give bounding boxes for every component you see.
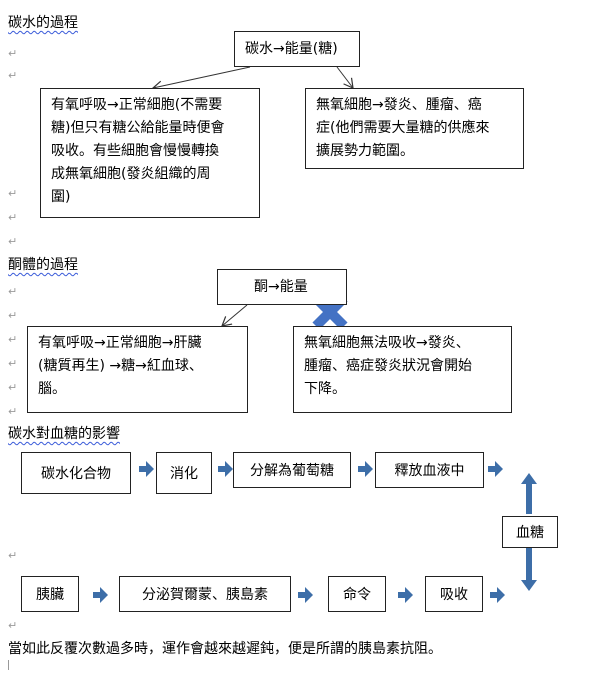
ketone-aerobic-line: (糖質再生) →糖→紅血球、 bbox=[38, 358, 203, 374]
carb-aerobic-line: 圍) bbox=[51, 189, 71, 205]
flow-box-digestion: 消化 bbox=[156, 452, 212, 494]
ketone-aerobic-line: 腦。 bbox=[38, 381, 66, 397]
ketone-aerobic-line: 有氧呼吸→正常細胞→肝臟 bbox=[38, 335, 202, 351]
paragraph-mark: ↵ bbox=[8, 381, 18, 394]
right-arrow-icon bbox=[93, 587, 108, 603]
right-arrow-icon bbox=[218, 461, 233, 477]
paragraph-mark: ↵ bbox=[8, 47, 18, 60]
ketone-energy-label: 酮→能量 bbox=[254, 279, 308, 295]
flow-box-blood-sugar: 血糖 bbox=[502, 516, 558, 548]
text-cursor bbox=[8, 660, 9, 670]
flow-box-pancreas: 胰臟 bbox=[21, 576, 79, 612]
paragraph-mark: ↵ bbox=[8, 549, 18, 562]
flow-box-absorb: 吸收 bbox=[425, 576, 483, 612]
right-arrow-icon bbox=[298, 587, 313, 603]
paragraph-mark: ↵ bbox=[8, 619, 18, 632]
right-arrow-icon bbox=[490, 587, 505, 603]
right-arrow-icon bbox=[488, 461, 503, 477]
up-arrow-icon bbox=[521, 473, 537, 514]
ketone-anaerobic-line: 無氧細胞無法吸收→發炎、 bbox=[304, 335, 470, 351]
flow-box-label: 命令 bbox=[343, 587, 371, 603]
flow-box-release-blood: 釋放血液中 bbox=[375, 452, 484, 488]
right-arrow-icon bbox=[398, 587, 413, 603]
section-heading-carb: 碳水的過程 bbox=[8, 15, 78, 31]
flow-box-label: 分解為葡萄糖 bbox=[250, 463, 334, 479]
carb-anaerobic-line: 擴展勢力範圍。 bbox=[316, 143, 414, 159]
carb-aerobic-line: 成無氧細胞(發炎組織的周 bbox=[51, 166, 211, 182]
carb-aerobic-line: 吸收。有些細胞會慢慢轉換 bbox=[51, 143, 219, 159]
carb-anaerobic-box: 無氧細胞→發炎、腫瘤、癌 症(他們需要大量糖的供應來 擴展勢力範圍。 bbox=[305, 88, 524, 169]
paragraph-mark: ↵ bbox=[8, 69, 18, 82]
carb-aerobic-line: 糖)但只有糖公給能量時便會 bbox=[51, 120, 225, 136]
carb-aerobic-box: 有氧呼吸→正常細胞(不需要 糖)但只有糖公給能量時便會 吸收。有些細胞會慢慢轉換… bbox=[40, 88, 260, 218]
paragraph-mark: ↵ bbox=[8, 333, 18, 346]
paragraph-mark: ↵ bbox=[8, 357, 18, 370]
ketone-energy-box: 酮→能量 bbox=[217, 269, 347, 305]
flow-box-label: 血糖 bbox=[516, 525, 544, 541]
carb-aerobic-line: 有氧呼吸→正常細胞(不需要 bbox=[51, 97, 223, 113]
paragraph-mark: ↵ bbox=[8, 285, 18, 298]
right-arrow-icon bbox=[358, 461, 373, 477]
connector-line-left bbox=[151, 66, 251, 92]
flow-box-insulin: 分泌賀爾蒙、胰島素 bbox=[119, 576, 291, 612]
carb-energy-label: 碳水→能量(糖) bbox=[245, 41, 338, 57]
paragraph-mark: ↵ bbox=[8, 405, 18, 418]
paragraph-mark: ↵ bbox=[8, 309, 18, 322]
flow-box-label: 消化 bbox=[170, 466, 198, 482]
flow-box-label: 吸收 bbox=[440, 587, 468, 603]
section-heading-blood-sugar: 碳水對血糖的影響 bbox=[8, 426, 120, 442]
conclusion-text: 當如此反覆次數過多時，運作會越來越遲鈍，便是所謂的胰島素抗阻。 bbox=[8, 641, 442, 657]
ketone-anaerobic-line: 腫瘤、癌症發炎狀況會開始 bbox=[304, 358, 472, 374]
carb-energy-box: 碳水→能量(糖) bbox=[234, 31, 360, 67]
flow-box-label: 碳水化合物 bbox=[41, 466, 111, 482]
connector-line-right bbox=[336, 66, 354, 89]
flow-box-glucose: 分解為葡萄糖 bbox=[233, 452, 351, 488]
flow-box-label: 分泌賀爾蒙、胰島素 bbox=[142, 587, 268, 603]
carb-anaerobic-line: 無氧細胞→發炎、腫瘤、癌 bbox=[316, 97, 482, 113]
flow-box-label: 胰臟 bbox=[36, 587, 64, 603]
flow-box-carbohydrate: 碳水化合物 bbox=[21, 452, 131, 494]
right-arrow-icon bbox=[139, 461, 154, 477]
ketone-aerobic-box: 有氧呼吸→正常細胞→肝臟 (糖質再生) →糖→紅血球、 腦。 bbox=[27, 326, 248, 413]
flow-box-label: 釋放血液中 bbox=[394, 463, 465, 479]
down-arrow-icon bbox=[521, 548, 537, 591]
ketone-anaerobic-box: 無氧細胞無法吸收→發炎、 腫瘤、癌症發炎狀況會開始 下降。 bbox=[293, 326, 512, 413]
paragraph-mark: ↵ bbox=[8, 235, 18, 248]
paragraph-mark: ↵ bbox=[8, 187, 18, 200]
flow-box-command: 命令 bbox=[328, 576, 386, 612]
ketone-anaerobic-line: 下降。 bbox=[304, 381, 346, 397]
paragraph-mark: ↵ bbox=[8, 211, 18, 224]
carb-anaerobic-line: 症(他們需要大量糖的供應來 bbox=[316, 120, 490, 136]
section-heading-ketone: 酮體的過程 bbox=[8, 257, 78, 273]
connector-line-left-2 bbox=[221, 304, 248, 327]
